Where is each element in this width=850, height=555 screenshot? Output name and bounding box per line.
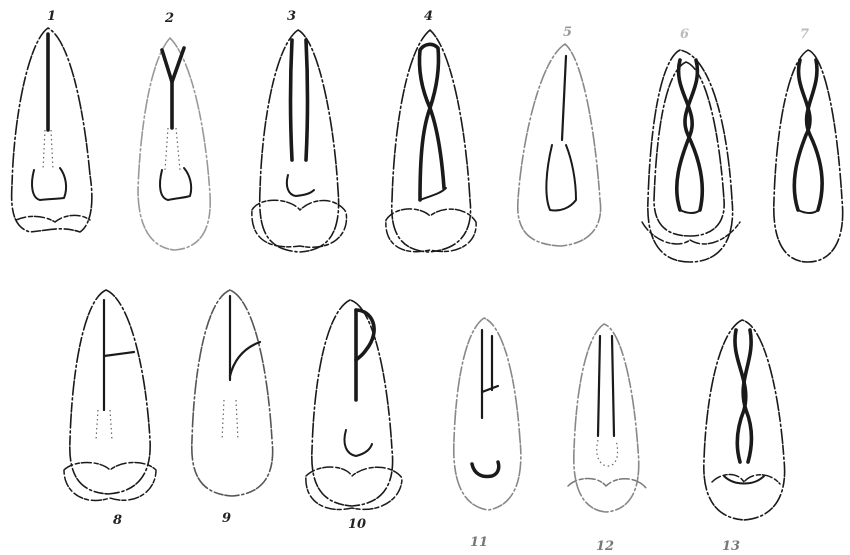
tooth-label-7: 7 [800, 27, 809, 42]
tooth-label-5: 5 [563, 25, 572, 40]
tooth-label-4: 4 [424, 9, 433, 24]
tooth-label-1: 1 [47, 9, 56, 24]
tooth-diagram-10: 10 [306, 300, 402, 532]
tooth-label-8: 8 [113, 513, 122, 528]
tooth-diagram-6: 6 [642, 27, 740, 262]
tooth-diagram-3: 3 [252, 9, 347, 252]
tooth-diagram-11: 11 [454, 318, 521, 550]
tooth-label-12: 12 [596, 539, 614, 554]
tooth-diagram-12: 12 [568, 324, 646, 554]
tooth-label-3: 3 [287, 9, 296, 24]
tooth-diagram-1: 1 [12, 9, 92, 232]
tooth-diagram-8: 8 [64, 290, 156, 528]
tooth-label-2: 2 [164, 11, 174, 26]
tooth-label-10: 10 [348, 517, 366, 532]
tooth-label-13: 13 [722, 539, 740, 554]
tooth-diagram-13: 13 [704, 320, 785, 554]
tooth-label-6: 6 [680, 27, 689, 42]
tooth-diagram-2: 2 [138, 11, 210, 250]
tooth-diagram-7: 7 [774, 27, 843, 262]
tooth-diagram-5: 5 [518, 25, 601, 246]
tooth-label-11: 11 [470, 535, 488, 550]
tooth-diagram-9: 9 [192, 290, 273, 526]
tooth-diagram-4: 4 [386, 9, 476, 252]
tooth-label-9: 9 [222, 511, 231, 526]
